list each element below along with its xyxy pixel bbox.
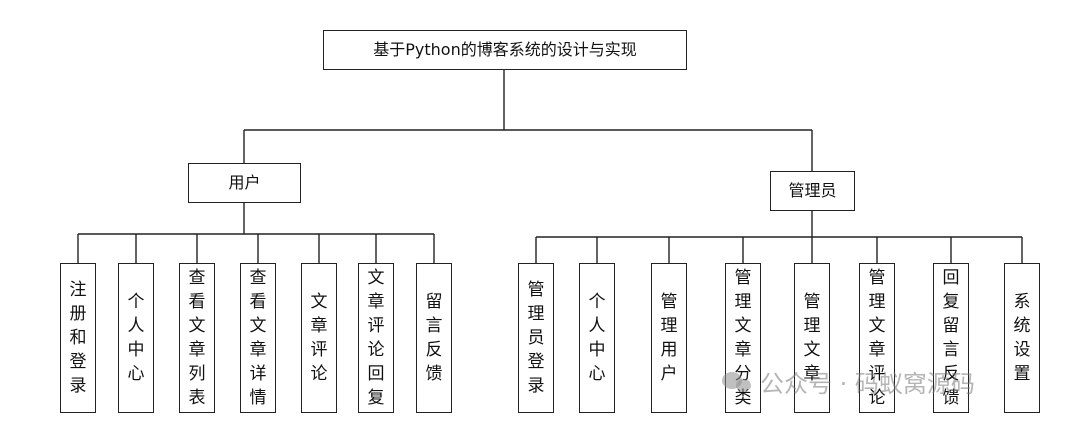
root-node: 基于Python的博客系统的设计与实现 (323, 30, 687, 70)
user-child-node: 个人中心 (118, 263, 154, 413)
admin-child-label: 管理员登录 (527, 280, 545, 396)
admin-child-node: 管理用户 (651, 263, 687, 413)
watermark: 公众号 · 码蚁窝源码 (722, 364, 975, 399)
admin-child-label: 管理文章评论 (868, 268, 886, 408)
admin-child-node: 个人中心 (579, 263, 615, 413)
user-child-label: 查看文章详情 (249, 268, 267, 408)
admin-child-node: 系统设置 (1004, 263, 1040, 413)
admin-node: 管理员 (770, 171, 855, 211)
user-child-node: 文章评论回复 (358, 263, 394, 413)
user-child-node: 注册和登录 (60, 263, 96, 413)
root-node-label: 基于Python的博客系统的设计与实现 (373, 40, 637, 60)
admin-child-node: 管理员登录 (518, 263, 554, 413)
wechat-icon (722, 370, 752, 394)
admin-child-label: 系统设置 (1013, 292, 1031, 384)
watermark-text: 公众号 · 码蚁窝源码 (760, 370, 975, 398)
user-child-label: 查看文章列表 (188, 268, 206, 408)
user-child-label: 注册和登录 (69, 280, 87, 396)
user-child-node: 查看文章列表 (179, 263, 215, 413)
user-child-label: 个人中心 (127, 292, 145, 384)
admin-child-label: 管理文章分类 (734, 268, 752, 408)
user-child-label: 文章评论 (310, 292, 328, 384)
user-child-node: 查看文章详情 (240, 263, 276, 413)
admin-child-label: 回复留言反馈 (942, 268, 960, 408)
admin-child-label: 个人中心 (588, 292, 606, 384)
user-child-node: 文章评论 (301, 263, 337, 413)
admin-child-label: 管理用户 (660, 292, 678, 384)
user-node: 用户 (188, 163, 301, 203)
admin-child-node: 管理文章评论 (859, 263, 895, 413)
admin-child-node: 管理文章 (794, 263, 830, 413)
admin-child-node: 回复留言反馈 (933, 263, 969, 413)
admin-child-label: 管理文章 (803, 292, 821, 384)
user-child-label: 留言反馈 (425, 292, 443, 384)
user-node-label: 用户 (228, 173, 261, 193)
user-child-label: 文章评论回复 (367, 268, 385, 408)
admin-node-label: 管理员 (788, 181, 837, 201)
user-child-node: 留言反馈 (416, 263, 452, 413)
